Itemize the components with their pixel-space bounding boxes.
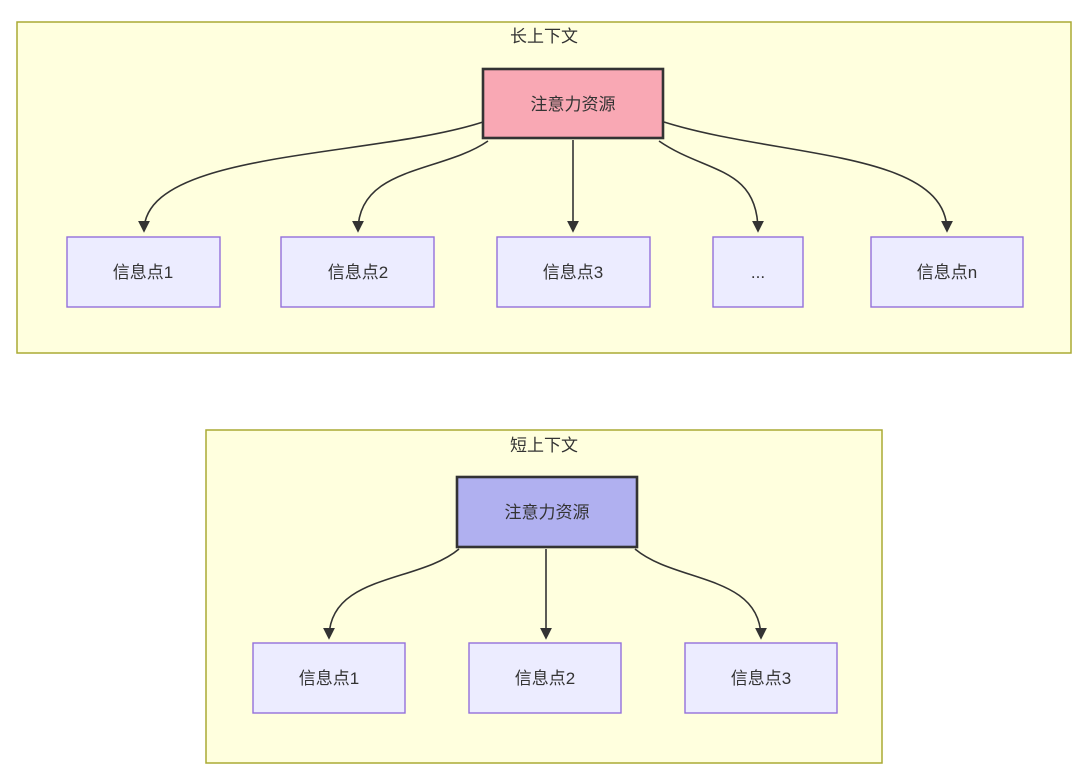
edge-short-attention-to-info1 — [323, 548, 460, 640]
long-context-diagram: 长上下文 注意力资源 信息点1 信息点2 — [16, 21, 1072, 354]
long-attention-node: 注意力资源 — [481, 67, 665, 140]
edge-short-attention-to-info3 — [634, 548, 767, 640]
edge-long-attention-to-info1 — [138, 121, 484, 233]
long-attention-box — [481, 67, 665, 140]
short-context-title: 短上下文 — [510, 436, 578, 455]
edge-long-attention-to-info4 — [658, 140, 764, 233]
long-info-box-2 — [280, 236, 435, 308]
short-info-node-2: 信息点2 — [468, 642, 622, 714]
long-info-box-ellipsis — [712, 236, 804, 308]
long-info-box-3 — [496, 236, 651, 308]
long-info-label-1: 信息点1 — [113, 263, 173, 282]
short-info-node-1: 信息点1 — [252, 642, 406, 714]
long-info-label-2: 信息点2 — [328, 263, 388, 282]
edge-long-attention-to-info2 — [352, 140, 489, 233]
long-info-label-n: 信息点n — [917, 263, 977, 282]
long-info-node-n: 信息点n — [870, 236, 1024, 308]
long-info-box-1 — [66, 236, 221, 308]
long-info-node-ellipsis: ... — [712, 236, 804, 308]
short-info-label-3: 信息点3 — [731, 669, 791, 688]
edge-long-attention-to-info5 — [663, 121, 953, 233]
long-context-title: 长上下文 — [510, 27, 578, 46]
long-context-edges — [138, 121, 953, 233]
short-attention-node: 注意力资源 — [455, 475, 639, 549]
short-context-edges — [323, 548, 767, 640]
short-info-box-1 — [252, 642, 406, 714]
long-info-box-n — [870, 236, 1024, 308]
short-attention-box — [455, 475, 639, 549]
short-context-diagram: 短上下文 注意力资源 信息点1 信息点2 — [205, 429, 883, 764]
long-info-label-3: 信息点3 — [543, 263, 603, 282]
long-info-label-ellipsis: ... — [751, 263, 765, 282]
short-info-label-2: 信息点2 — [515, 669, 575, 688]
short-info-box-2 — [468, 642, 622, 714]
short-info-box-3 — [684, 642, 838, 714]
long-info-node-1: 信息点1 — [66, 236, 221, 308]
short-attention-label: 注意力资源 — [505, 503, 590, 522]
long-info-node-2: 信息点2 — [280, 236, 435, 308]
short-info-label-1: 信息点1 — [299, 669, 359, 688]
short-info-node-3: 信息点3 — [684, 642, 838, 714]
long-info-node-3: 信息点3 — [496, 236, 651, 308]
long-attention-label: 注意力资源 — [531, 95, 616, 114]
